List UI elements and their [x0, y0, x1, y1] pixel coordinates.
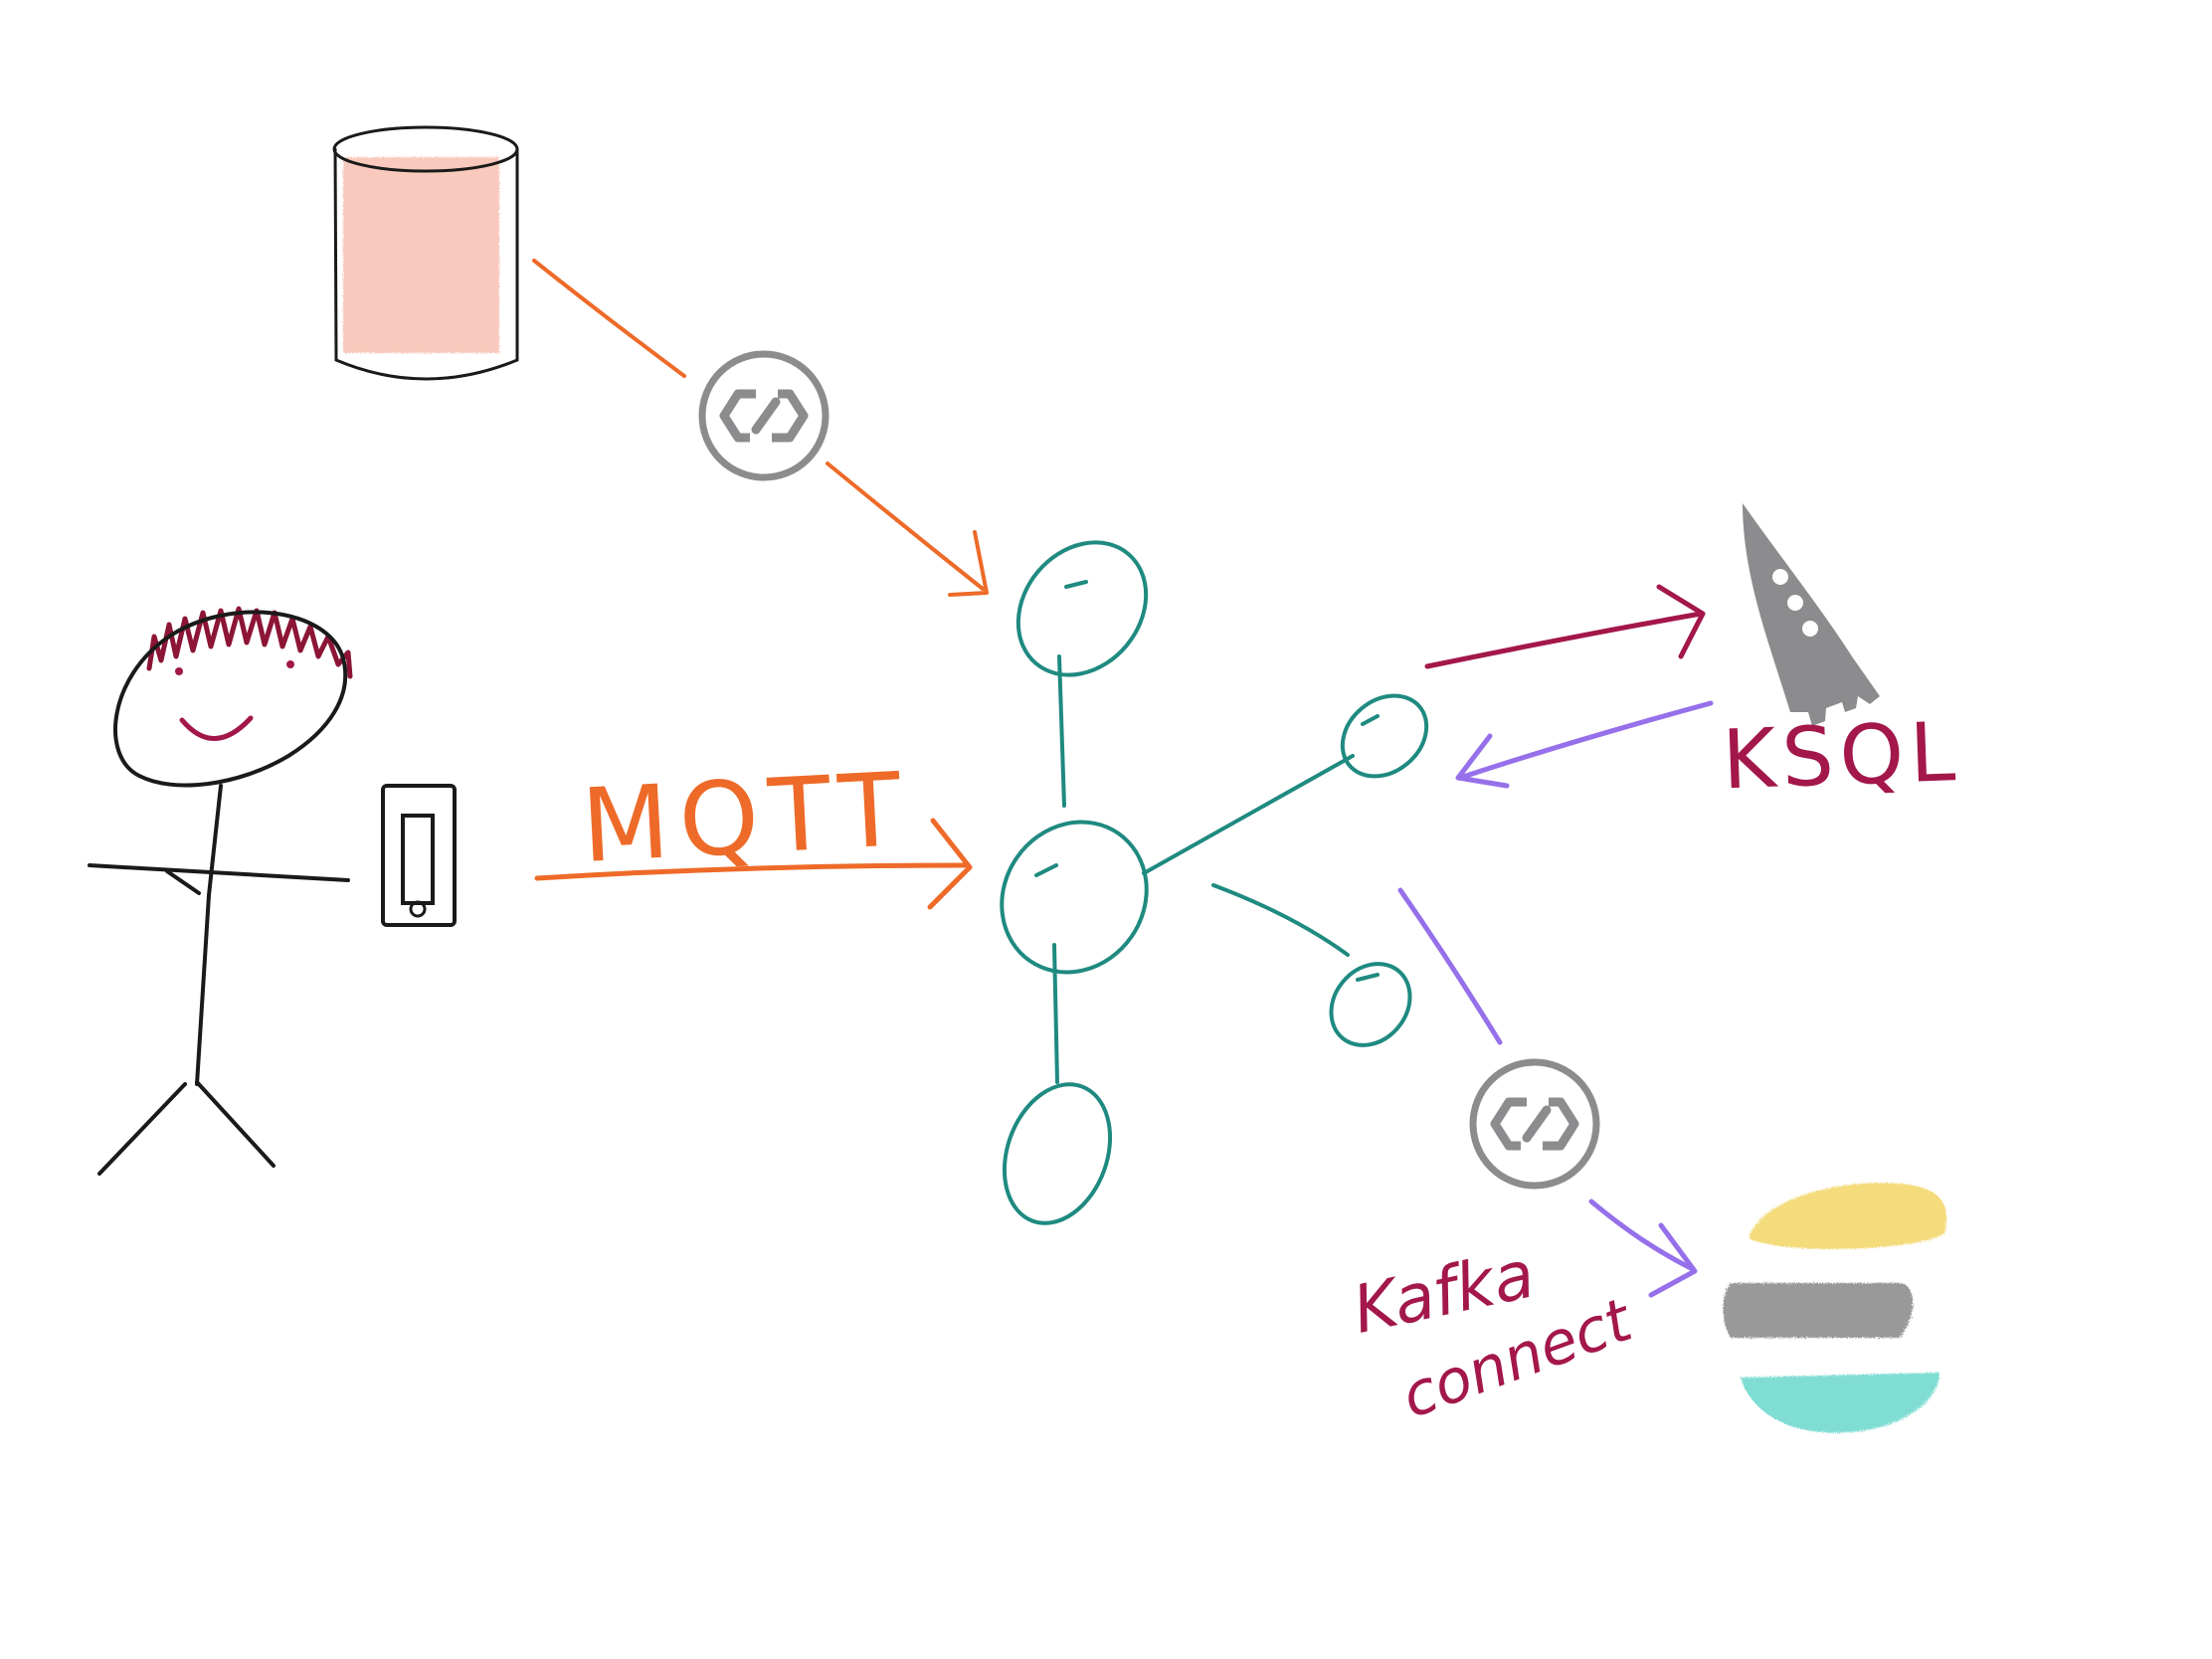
- database-icon: [332, 125, 519, 381]
- person-arm-tick: [165, 869, 201, 895]
- rocket-window-1: [1772, 569, 1788, 585]
- mqtt-arrowhead: [927, 818, 973, 910]
- burger-bottom-bun: [1741, 1373, 1939, 1433]
- connector-to-kafka-line: [826, 461, 985, 591]
- connector2-to-burger-arrowhead: [1648, 1222, 1698, 1298]
- kafka-edge-bottom: [1052, 943, 1059, 1084]
- connector2-to-burger-line: [1588, 1198, 1694, 1271]
- kafka-cluster-icon: [1000, 540, 1429, 1225]
- db-to-connector-line: [532, 259, 686, 378]
- rocket-icon: [1743, 503, 1880, 726]
- person-legs: [97, 1080, 276, 1176]
- kafka-edge-right: [1142, 754, 1355, 875]
- kafka-node-lower-right: [1329, 962, 1412, 1047]
- phone-icon: [381, 784, 457, 927]
- mqtt-label: MQTT: [579, 751, 914, 886]
- connector-icon-top: [702, 354, 826, 477]
- rocket-window-2: [1787, 595, 1803, 611]
- burger-top-bun: [1749, 1183, 1947, 1249]
- kafka-to-ksql-line: [1424, 611, 1704, 669]
- person-eye-right: [286, 660, 294, 668]
- rocket-body: [1743, 503, 1880, 726]
- kafka-node-bottom: [1002, 1082, 1113, 1225]
- ksql-to-kafka-line: [1457, 700, 1714, 781]
- kafka-edge-lower-right: [1211, 883, 1350, 957]
- ksql-to-kafka-arrowhead: [1455, 733, 1510, 789]
- database-fill: [343, 157, 499, 353]
- person-head: [113, 610, 348, 788]
- database-bottom: [334, 358, 519, 381]
- mqtt-arrow-line: [534, 862, 968, 881]
- kafka-to-connector2-line: [1397, 887, 1503, 1045]
- person-icon: [88, 606, 353, 1176]
- kafka-edge-top: [1057, 654, 1066, 808]
- kafka-to-ksql-arrowhead: [1656, 584, 1706, 659]
- kafka-node-top: [1015, 540, 1149, 677]
- person-arms: [88, 863, 350, 882]
- person-eye-left: [175, 667, 183, 675]
- burger-patty: [1723, 1283, 1914, 1338]
- kafka-node-right: [1340, 693, 1429, 779]
- ksql-label: KSQL: [1721, 705, 1962, 808]
- burger-icon: [1723, 1183, 1947, 1433]
- person-hair: [146, 606, 353, 679]
- person-smile: [179, 715, 254, 741]
- connector-icon-bottom: [1473, 1062, 1596, 1186]
- connector-to-kafka-arrowhead: [948, 530, 989, 597]
- person-body: [195, 784, 223, 1086]
- rocket-window-3: [1802, 621, 1818, 637]
- kafka-node-center: [1000, 820, 1149, 975]
- database-sides: [333, 147, 519, 362]
